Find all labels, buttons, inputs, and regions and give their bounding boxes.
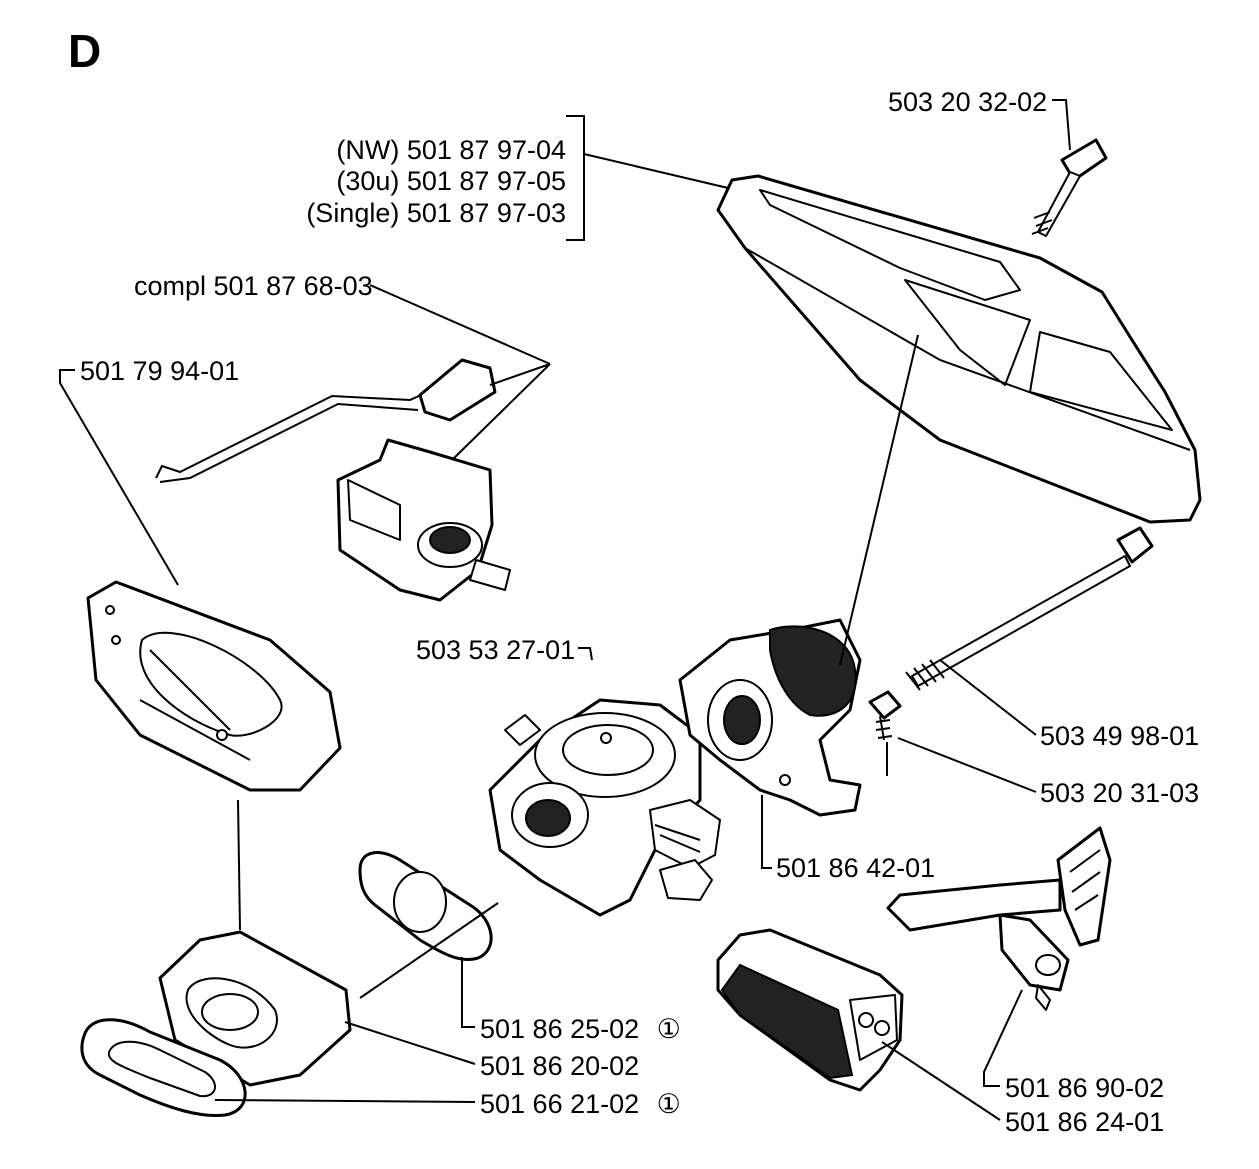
cover-screw-label: 503 20 32-02 xyxy=(888,87,1047,117)
filter-bolt-part xyxy=(905,526,1154,691)
heat-shield-part xyxy=(86,580,342,792)
carb-holder-part xyxy=(678,618,862,817)
choke-compl-label: compl 501 87 68-03 xyxy=(134,271,373,301)
choke-assembly-part xyxy=(155,358,511,602)
upper-gasket-note: ① xyxy=(657,1014,681,1044)
cover-label-30u: (30u) 501 87 97-05 xyxy=(336,166,566,196)
air-filter-cover-labels: (NW) 501 87 97-04 (30u) 501 87 97-05 (Si… xyxy=(306,135,566,228)
cover-label-single: (Single) 501 87 97-03 xyxy=(306,198,566,228)
filter-bolt-label: 503 49 98-01 xyxy=(1040,721,1199,751)
air-filter-part xyxy=(716,928,904,1092)
carburetor-label: 503 53 27-01 xyxy=(416,635,575,665)
upper-gasket-number: 501 86 25-02 xyxy=(480,1014,639,1044)
cover-label-nw: (NW) 501 87 97-04 xyxy=(336,135,566,165)
lower-gasket-number: 501 66 21-02 xyxy=(480,1089,639,1119)
leader-lines xyxy=(59,99,1071,1121)
small-screw-part xyxy=(868,690,902,741)
carburetor-part xyxy=(488,698,721,917)
lower-gasket-part xyxy=(80,1018,247,1118)
air-filter-cover-part xyxy=(716,174,1202,524)
screw-label: 503 20 31-03 xyxy=(1040,778,1199,808)
cover-screw-part xyxy=(1031,138,1108,237)
carb-holder-label: 501 86 42-01 xyxy=(776,853,935,883)
throttle-lever-label: 501 86 90-02 xyxy=(1005,1073,1164,1103)
throttle-lever-part xyxy=(886,826,1112,1011)
lower-gasket-label: 501 66 21-02 ① xyxy=(480,1089,681,1119)
lower-gasket-note: ① xyxy=(657,1089,681,1119)
upper-gasket-label: 501 86 25-02 ① xyxy=(480,1014,681,1044)
intake-label: 501 86 20-02 xyxy=(480,1051,639,1081)
heat-shield-label: 501 79 94-01 xyxy=(80,356,239,386)
filter-label: 501 86 24-01 xyxy=(1005,1107,1164,1137)
section-letter: D xyxy=(68,25,101,77)
upper-gasket-part xyxy=(358,851,493,962)
